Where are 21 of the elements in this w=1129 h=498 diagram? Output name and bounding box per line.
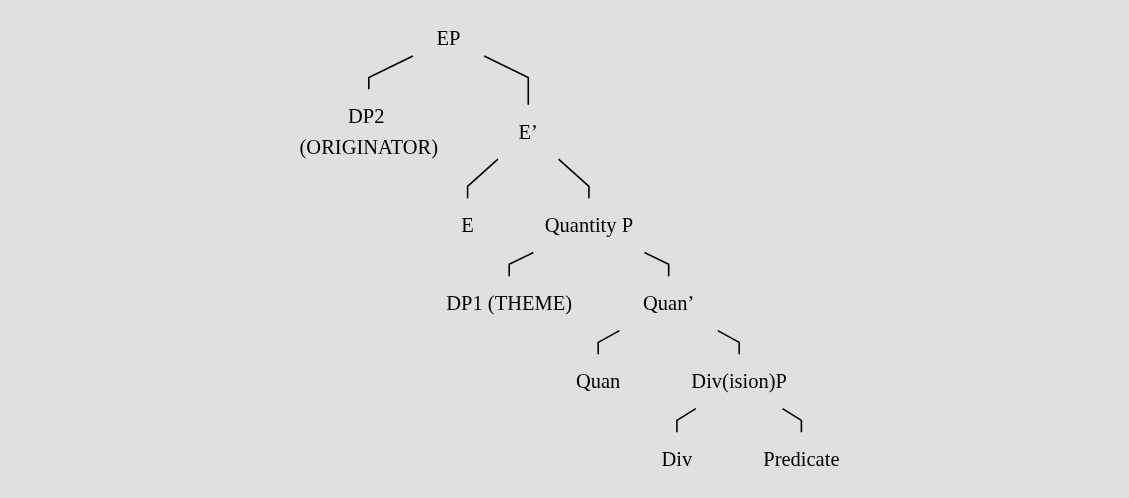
connector (367, 55, 414, 91)
connector (557, 158, 590, 199)
node-text: Quan (575, 370, 621, 393)
connector (675, 407, 697, 434)
node-text: Quantity P (544, 213, 633, 237)
connector (781, 407, 802, 434)
node-text: Div (661, 448, 693, 471)
node-text: DP1 (THEME) (446, 291, 572, 315)
connector (643, 251, 670, 277)
connector (597, 329, 621, 356)
node-text: DP2 (ORIGINATOR) (299, 105, 438, 159)
node-text: Quan’ (642, 291, 695, 315)
connector (716, 329, 740, 356)
connector (466, 158, 499, 199)
connector (508, 251, 534, 277)
node-text: Div(ision)P (691, 370, 787, 393)
node-text: EP (436, 27, 461, 50)
node-text: E (461, 213, 474, 237)
connector (483, 55, 529, 106)
node-text: E’ (518, 120, 538, 144)
node-text: Predicate (763, 448, 840, 471)
